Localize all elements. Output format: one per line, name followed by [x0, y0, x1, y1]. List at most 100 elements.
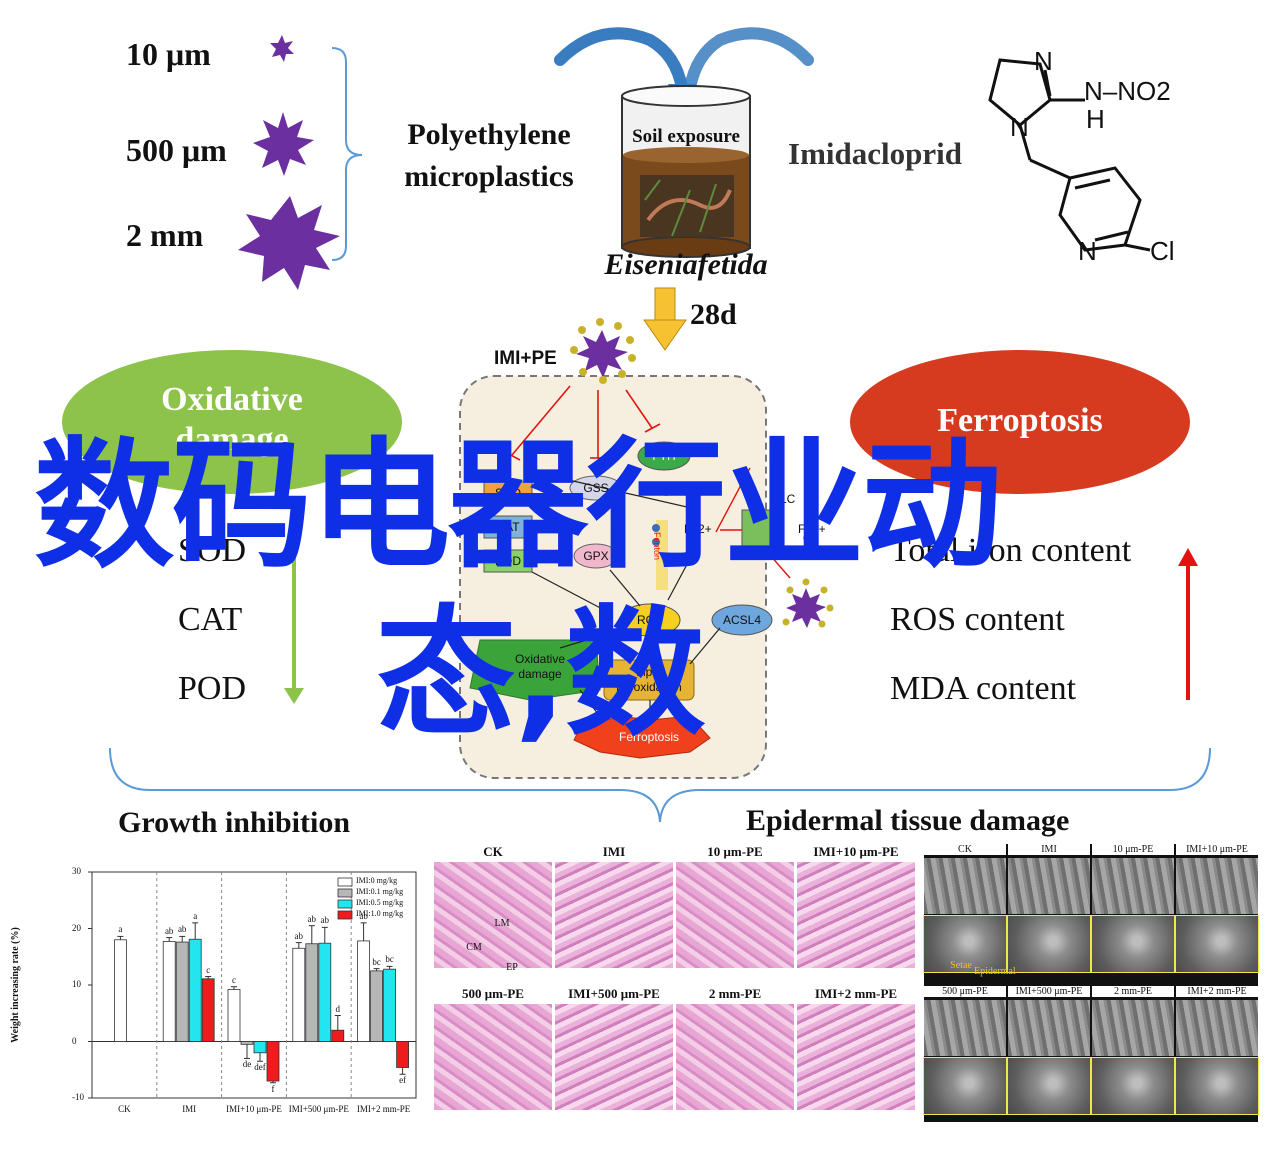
marker-mda: MDA content	[890, 670, 1077, 707]
legend-swatch-2	[337, 899, 353, 909]
bar-4-3	[396, 1041, 410, 1068]
node-fth-shape	[637, 441, 691, 471]
node-fe2: Fe2+	[684, 522, 712, 536]
node-oxidative-damage: Oxidative damage	[514, 652, 566, 681]
marker-sod: SOD	[178, 532, 247, 569]
he-label-lm: LM	[494, 918, 510, 929]
oval-right-text: Ferroptosis	[937, 402, 1103, 439]
bar-3-2	[318, 942, 332, 1042]
sem-caption-4: 500 μm-PE	[924, 986, 1006, 997]
node-slc: SLC	[772, 492, 796, 506]
node-cat: CAT	[496, 520, 520, 534]
he-label-cm: CM	[466, 942, 482, 953]
growth-title: Growth inhibition	[118, 806, 351, 839]
marker-ros: ROS content	[890, 601, 1065, 638]
node-pod-box	[483, 549, 533, 573]
sem-label-epidermal: Epidermal	[974, 966, 1016, 977]
sem-micrograph-high-1	[1007, 915, 1091, 973]
imi-pe-label: IMI+PE	[494, 348, 557, 369]
node-sod-box	[483, 481, 533, 505]
oval-oxidative-damage	[62, 350, 402, 494]
sem-micrograph-high-6	[1091, 1057, 1175, 1115]
sem-micrograph-high-0	[923, 915, 1007, 973]
sem-caption-6: 2 mm-PE	[1092, 986, 1174, 997]
size-brace	[331, 47, 363, 261]
epidermal-title: Epidermal tissue damage	[746, 804, 1070, 837]
bar-4-1	[370, 970, 384, 1042]
marker-pod: POD	[178, 670, 247, 707]
node-ferroptosis: Ferroptosis	[618, 730, 680, 744]
he-label-ep: EP	[506, 962, 518, 973]
atom-n2: N	[1010, 112, 1029, 142]
pe-particle-medium	[253, 112, 314, 176]
he-micrograph-6	[676, 1004, 794, 1110]
node-lipid-peroxidation: Lipid peroxidation	[616, 665, 682, 694]
sem-caption-7: IMI+2 mm-PE	[1176, 986, 1258, 997]
he-caption-6: 2 mm-PE	[708, 986, 762, 1001]
bar-1-0	[162, 941, 176, 1042]
down-arrow-28d	[643, 287, 687, 351]
he-micrograph-7	[797, 1004, 915, 1110]
sem-caption-5: IMI+500 μm-PE	[1008, 986, 1090, 997]
legend-swatch-3	[337, 910, 353, 920]
oval-left-text: Oxidative damage	[161, 381, 303, 458]
he-caption-0: CK	[483, 844, 503, 859]
pe-particle-large	[238, 196, 340, 290]
node-acsl4-shape	[711, 604, 773, 636]
he-caption-1: IMI	[602, 844, 626, 859]
bar-3-3	[331, 1029, 345, 1042]
watermark-line2: 态,数	[376, 593, 705, 756]
bar-2-3	[266, 1041, 280, 1082]
node-slc-shape	[741, 509, 779, 551]
he-micrograph-0	[434, 862, 552, 968]
he-micrograph-3	[797, 862, 915, 968]
bar-0-0	[114, 939, 127, 1042]
pe-particle-small	[270, 35, 294, 62]
he-micrograph-5	[555, 1004, 673, 1110]
size-10um: 10 μm	[126, 36, 211, 72]
marker-cat: CAT	[178, 601, 243, 638]
node-cat-box	[483, 515, 533, 539]
legend-swatch-1	[337, 888, 353, 898]
imidacloprid-label: Imidacloprid	[788, 136, 962, 171]
he-caption-7: IMI+2 mm-PE	[814, 986, 898, 1001]
bar-3-0	[292, 947, 306, 1042]
size-500um: 500 μm	[126, 132, 227, 168]
he-caption-3: IMI+10 μm-PE	[813, 844, 899, 859]
node-sod: SOD	[494, 486, 521, 500]
duration-label: 28d	[690, 298, 737, 331]
node-gss-shape	[569, 475, 623, 501]
sem-micrograph-low-0	[924, 858, 1006, 914]
bar-3-1	[305, 943, 319, 1042]
curve-arrow-right	[684, 27, 814, 94]
species-label: Eiseniafetida	[604, 248, 768, 281]
node-fenton-bar	[656, 520, 668, 590]
he-caption-2: 10 μm-PE	[707, 844, 763, 859]
pe-particle-cell	[782, 578, 834, 628]
node-ros: ROS	[636, 613, 663, 627]
bar-4-2	[383, 968, 397, 1042]
node-gpx: GPX	[583, 549, 609, 563]
atom-no2: N–NO2	[1084, 76, 1171, 106]
sem-micrograph-low-1	[1008, 858, 1090, 914]
atom-cl: Cl	[1150, 236, 1175, 266]
curve-arrow-left	[554, 27, 688, 94]
imi-pe-particle	[570, 318, 636, 384]
sem-micrograph-high-3	[1175, 915, 1259, 973]
imidacloprid-structure	[988, 58, 1151, 252]
pe-title: Polyethylene microplastics	[404, 118, 574, 193]
node-ferro-shape	[573, 715, 711, 759]
node-fth: FTH	[652, 449, 676, 463]
sem-micrograph-low-4	[924, 1000, 1006, 1056]
sem-micrograph-high-2	[1091, 915, 1175, 973]
atom-n1: N	[1034, 46, 1053, 76]
sem-caption-1: IMI	[1008, 844, 1090, 855]
marker-iron: Total iron content	[890, 532, 1132, 569]
legend-swatch-0	[337, 877, 353, 887]
he-micrograph-4	[434, 1004, 552, 1110]
sem-label-setae: Setae	[950, 960, 972, 971]
